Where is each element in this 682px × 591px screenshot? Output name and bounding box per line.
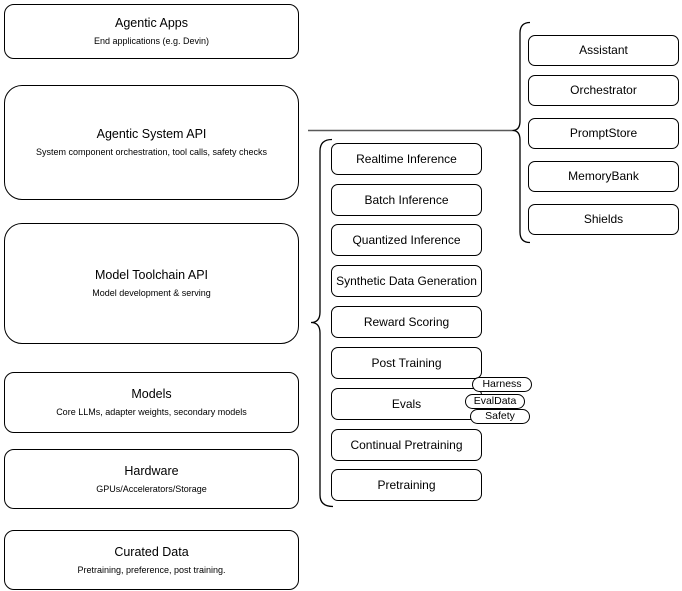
node-title: Models [131, 387, 172, 401]
component-orchestrator: Orchestrator [528, 75, 679, 106]
node-subtitle: Model development & serving [92, 288, 211, 298]
toolchain-item-quantized-inference: Quantized Inference [331, 224, 482, 256]
node-title: Model Toolchain API [94, 268, 209, 282]
toolchain-item-reward-scoring: Reward Scoring [331, 306, 482, 338]
node-agentic-system-api: Agentic System API System component orch… [4, 85, 299, 200]
component-promptstore: PromptStore [528, 118, 679, 149]
item-label: Synthetic Data Generation [336, 273, 477, 288]
eval-tag-evaldata: EvalData [465, 394, 525, 409]
item-label: Post Training [371, 355, 442, 370]
node-title: Agentic Apps [115, 16, 188, 30]
item-label: Quantized Inference [352, 232, 461, 247]
item-label: Continual Pretraining [350, 437, 463, 452]
node-curated-data: Curated Data Pretraining, preference, po… [4, 530, 299, 590]
toolchain-item-realtime-inference: Realtime Inference [331, 143, 482, 175]
toolchain-item-post-training: Post Training [331, 347, 482, 379]
toolchain-item-pretraining: Pretraining [331, 469, 482, 501]
component-assistant: Assistant [528, 35, 679, 66]
node-model-toolchain-api: Model Toolchain API Model development & … [4, 223, 299, 344]
node-title: Hardware [124, 463, 179, 478]
item-label: Realtime Inference [356, 151, 457, 166]
item-label: Pretraining [377, 477, 436, 492]
toolchain-brace [310, 138, 334, 508]
component-shields: Shields [528, 204, 679, 235]
toolchain-item-evals: Evals [331, 388, 482, 420]
eval-tag-harness: Harness [472, 377, 532, 392]
component-memorybank: MemoryBank [528, 161, 679, 192]
node-subtitle: GPUs/Accelerators/Storage [96, 483, 207, 494]
node-title: Curated Data [114, 544, 189, 559]
toolchain-item-synthetic-data-generation: Synthetic Data Generation [331, 265, 482, 297]
item-label: Assistant [579, 43, 628, 57]
node-hardware: Hardware GPUs/Accelerators/Storage [4, 449, 299, 509]
item-label: Batch Inference [364, 192, 449, 207]
node-subtitle: Core LLMs, adapter weights, secondary mo… [56, 407, 247, 417]
node-subtitle: End applications (e.g. Devin) [93, 36, 210, 46]
item-label: Evals [391, 396, 422, 411]
item-label: Shields [583, 212, 624, 226]
toolchain-item-continual-pretraining: Continual Pretraining [331, 429, 482, 461]
node-subtitle: System component orchestration, tool cal… [35, 147, 268, 157]
tag-label: Harness [482, 378, 522, 390]
item-label: Orchestrator [570, 83, 637, 97]
item-label: Reward Scoring [363, 314, 450, 329]
item-label: PromptStore [569, 126, 638, 140]
item-label: MemoryBank [568, 169, 639, 183]
tag-label: Safety [485, 410, 515, 422]
eval-tag-safety: Safety [470, 409, 530, 424]
toolchain-item-batch-inference: Batch Inference [331, 184, 482, 216]
node-title: Agentic System API [96, 127, 207, 141]
tag-label: EvalData [473, 395, 517, 407]
node-models: Models Core LLMs, adapter weights, secon… [4, 372, 299, 433]
node-subtitle: Pretraining, preference, post training. [77, 564, 226, 575]
node-agentic-apps: Agentic Apps End applications (e.g. Devi… [4, 4, 299, 59]
